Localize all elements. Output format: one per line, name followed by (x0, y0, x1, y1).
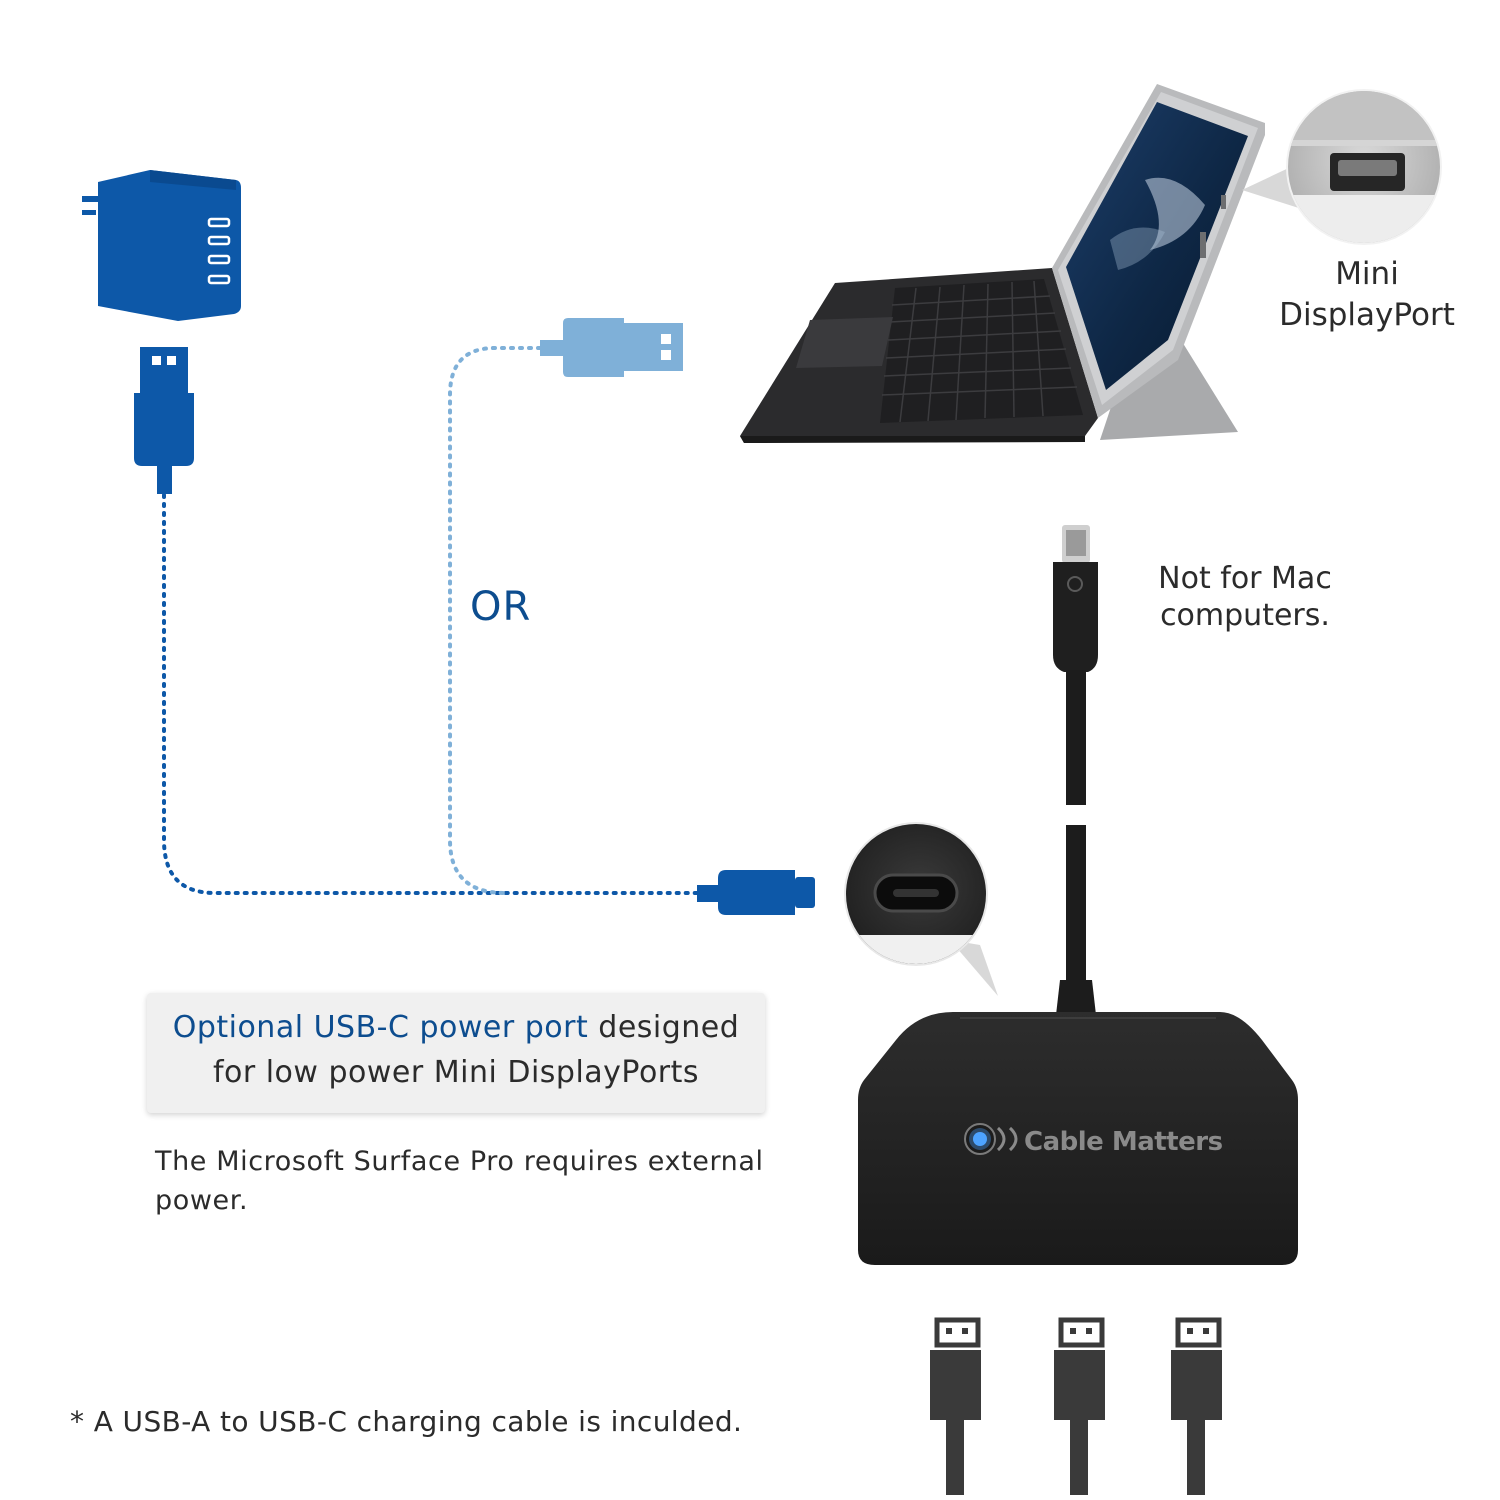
displayport-connector-icon (930, 1317, 1222, 1495)
laptop-surface-pro (740, 84, 1265, 443)
power-port-callout: Optional USB-C power port designed for l… (147, 993, 765, 1113)
not-for-mac-line2: computers. (1160, 598, 1330, 633)
callout-line1: Optional USB-C power port designed (147, 1005, 765, 1050)
callout-line2: for low power Mini DisplayPorts (212, 1055, 700, 1090)
usb-c-plug-icon (697, 870, 815, 915)
brand-logo-text: Cable Matters (1024, 1127, 1223, 1157)
usb-c-port-magnifier (844, 822, 998, 996)
surface-pro-note: The Microsoft Surface Pro requires exter… (155, 1146, 764, 1216)
usb-a-plug-light-icon (540, 318, 683, 377)
hub-device: Cable Matters (858, 1012, 1298, 1265)
usb-a-plug-icon (134, 347, 194, 494)
mini-displayport-magnifier (1242, 89, 1442, 245)
callout-text: Optional USB-C power port designed for l… (147, 1005, 765, 1095)
mini-label-line1: Mini (1335, 256, 1399, 292)
light-blue-dotted-cable (448, 346, 542, 895)
wall-charger-icon (82, 170, 241, 321)
mini-label-line2: DisplayPort (1279, 297, 1455, 333)
not-for-mac-line1: Not for Mac (1158, 561, 1332, 596)
not-for-mac-label: Not for Mac computers. (1140, 560, 1350, 634)
callout-highlight: Optional USB-C power port (172, 1010, 589, 1045)
mini-displayport-cable (1053, 525, 1098, 1015)
dark-blue-dotted-cable (162, 493, 702, 895)
or-label: OR (470, 584, 532, 630)
footnote: * A USB-A to USB-C charging cable is inc… (70, 1405, 743, 1438)
callout-rest: designed (588, 1010, 740, 1045)
mini-displayport-label: Mini DisplayPort (1262, 254, 1472, 336)
